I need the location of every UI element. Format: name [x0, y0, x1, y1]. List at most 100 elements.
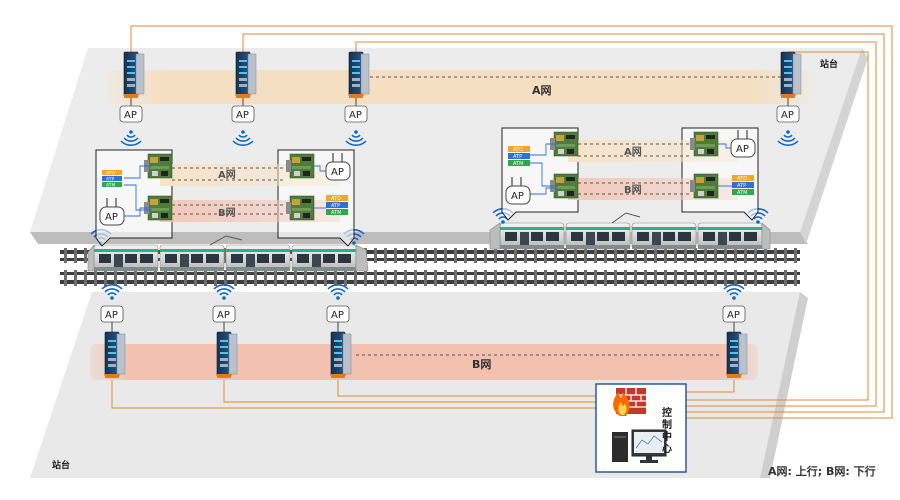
track-sleeper: [424, 270, 427, 286]
track-sleeper: [764, 248, 767, 263]
track-sleeper: [534, 248, 537, 263]
track-sleeper: [414, 248, 417, 263]
track-sleeper: [664, 270, 667, 286]
track-sleeper: [674, 248, 677, 263]
track-sleeper: [494, 270, 497, 286]
industrial-switch-icon: [123, 51, 145, 99]
track-sleeper: [414, 270, 417, 286]
module-atp: ATP: [513, 154, 522, 160]
track-upper: [60, 250, 800, 261]
track-sleeper: [314, 270, 317, 286]
track-sleeper: [514, 248, 517, 263]
track-sleeper: [724, 270, 727, 286]
track-sleeper: [504, 270, 507, 286]
module-atp: ATP: [737, 183, 746, 189]
track-sleeper: [674, 270, 677, 286]
control-center: [595, 383, 687, 473]
track-sleeper: [284, 270, 287, 286]
firewall-icon: [613, 388, 646, 416]
track-sleeper: [344, 270, 347, 286]
track-sleeper: [634, 248, 637, 263]
module-atp: ATP: [331, 203, 340, 209]
track-sleeper: [774, 270, 777, 286]
track-sleeper: [784, 270, 787, 286]
industrial-switch-icon: [235, 51, 257, 99]
track-sleeper: [204, 270, 207, 286]
track-sleeper: [664, 248, 667, 263]
track-sleeper: [304, 270, 307, 286]
track-sleeper: [434, 248, 437, 263]
ap-label: AP: [781, 110, 794, 121]
track-sleeper: [734, 270, 737, 286]
module-atm: ATM: [106, 183, 115, 189]
track-sleeper: [224, 270, 227, 286]
track-sleeper: [554, 270, 557, 286]
ap-label: AP: [331, 310, 344, 321]
track-sleeper: [134, 270, 137, 286]
track-sleeper: [84, 248, 87, 263]
track-sleeper: [124, 270, 127, 286]
ap-label: AP: [331, 167, 344, 178]
track-sleeper: [604, 248, 607, 263]
track-sleeper: [334, 270, 337, 286]
track-sleeper: [164, 270, 167, 286]
industrial-switch-icon: [780, 51, 802, 99]
module-atm: ATM: [737, 190, 747, 196]
track-sleeper: [254, 270, 257, 286]
industrial-switch-icon: [330, 331, 352, 379]
module-ato: ATO: [331, 196, 341, 202]
track-sleeper: [474, 248, 477, 263]
track-sleeper: [754, 248, 757, 263]
track-sleeper: [394, 248, 397, 263]
track-sleeper: [444, 270, 447, 286]
track-sleeper: [744, 248, 747, 263]
net-b-band-label: B网: [472, 358, 491, 371]
net-b-band: [90, 344, 758, 380]
net-a-band-label: A网: [532, 84, 552, 97]
track-sleeper: [384, 270, 387, 286]
ap-label: AP: [236, 110, 249, 121]
track-sleeper: [564, 270, 567, 286]
track-sleeper: [644, 270, 647, 286]
track-sleeper: [594, 248, 597, 263]
track-sleeper: [654, 270, 657, 286]
track-sleeper: [394, 270, 397, 286]
track-sleeper: [294, 270, 297, 286]
platform-label-bottom: 站台: [52, 461, 71, 471]
track-sleeper: [504, 248, 507, 263]
ap-label: AP: [105, 212, 118, 223]
track-sleeper: [534, 270, 537, 286]
ap-label: AP: [349, 110, 362, 121]
track-sleeper: [174, 270, 177, 286]
module-ato: ATO: [106, 171, 115, 177]
track-sleeper: [734, 248, 737, 263]
track-sleeper: [444, 248, 447, 263]
track-sleeper: [724, 248, 727, 263]
track-sleeper: [764, 270, 767, 286]
track-sleeper: [374, 270, 377, 286]
bottom-ap-group: AP AP AP AP: [100, 283, 748, 379]
track-sleeper: [584, 270, 587, 286]
track-sleeper: [424, 248, 427, 263]
module-atm: ATM: [513, 161, 523, 167]
industrial-switch-icon: [104, 331, 126, 379]
track-sleeper: [754, 270, 757, 286]
ap-label: AP: [124, 110, 137, 121]
track-sleeper: [634, 270, 637, 286]
track-sleeper: [594, 270, 597, 286]
track-sleeper: [184, 270, 187, 286]
track-sleeper: [474, 270, 477, 286]
track-sleeper: [94, 270, 97, 286]
industrial-switch-icon: [348, 51, 370, 99]
callout-left-net-b: B网: [218, 207, 236, 219]
ap-label: AP: [727, 310, 740, 321]
track-sleeper: [574, 270, 577, 286]
track-sleeper: [64, 248, 67, 263]
track-sleeper: [324, 270, 327, 286]
track-sleeper: [214, 270, 217, 286]
module-ato: ATO: [737, 176, 747, 182]
ap-label: AP: [736, 144, 749, 155]
track-sleeper: [744, 270, 747, 286]
track-sleeper: [224, 248, 227, 263]
platform-label-top: 站台: [820, 60, 839, 70]
